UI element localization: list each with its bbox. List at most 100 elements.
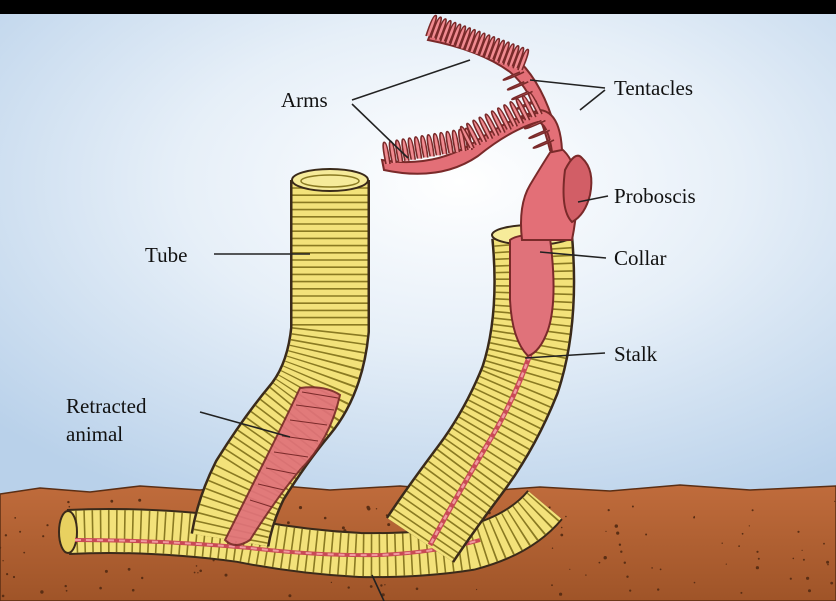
soil-speckle: [128, 568, 131, 571]
soil-speckle: [608, 509, 610, 511]
soil-speckle: [722, 543, 723, 544]
label-collar: Collar: [614, 246, 667, 270]
soil-speckle: [651, 567, 653, 569]
soil-speckle: [384, 584, 385, 585]
soil-speckle: [287, 521, 290, 524]
soil-speckle: [299, 506, 302, 509]
soil-speckle: [694, 582, 696, 584]
soil-speckle: [620, 551, 622, 553]
soil-speckle: [830, 582, 833, 585]
top-border: [0, 0, 836, 14]
soil-speckle: [199, 570, 202, 573]
soil-speckle: [348, 586, 350, 588]
label-tube: Tube: [145, 243, 187, 267]
soil-speckle: [823, 543, 825, 545]
soil-speckle: [561, 527, 563, 529]
label-stalk: Stalk: [614, 342, 658, 366]
soil-speckle: [645, 534, 647, 536]
soil-speckle: [141, 577, 143, 579]
soil-speckle: [13, 576, 15, 578]
soil-speckle: [806, 577, 809, 580]
soil-speckle: [552, 548, 553, 549]
soil-speckle: [19, 531, 21, 533]
soil-speckle: [46, 524, 48, 526]
soil-speckle: [551, 584, 553, 586]
soil-speckle: [67, 501, 69, 503]
soil-speckle: [632, 506, 634, 508]
sky-background: [0, 14, 836, 494]
soil-speckle: [756, 551, 758, 553]
soil-speckle: [69, 506, 71, 508]
tube-opening-end: [59, 511, 77, 553]
soil-speckle: [65, 585, 67, 587]
soil-speckle: [660, 569, 662, 571]
label-arms: Arms: [281, 88, 328, 112]
soil-speckle: [756, 566, 759, 569]
soil-speckle: [2, 595, 5, 598]
soil-speckle: [619, 544, 621, 546]
soil-speckle: [740, 592, 742, 594]
soil-speckle: [585, 574, 586, 575]
soil-speckle: [629, 590, 631, 592]
soil-speckle: [138, 499, 141, 502]
soil-speckle: [616, 532, 619, 535]
soil-speckle: [599, 562, 601, 564]
soil-speckle: [99, 587, 102, 590]
soil-speckle: [40, 590, 43, 593]
soil-speckle: [626, 576, 628, 578]
soil-speckle: [197, 572, 198, 573]
soil-speckle: [225, 574, 228, 577]
soil-speckle: [726, 564, 727, 565]
label-proboscis: Proboscis: [614, 184, 696, 208]
soil-speckle: [808, 589, 811, 592]
soil-speckle: [657, 588, 659, 590]
soil-speckle: [615, 524, 618, 527]
soil-speckle: [693, 517, 695, 519]
label-retracted-line2: animal: [66, 422, 123, 446]
soil-speckle: [802, 550, 803, 551]
soil-speckle: [110, 500, 113, 503]
soil-speckle: [834, 501, 835, 502]
soil-speckle: [132, 589, 135, 592]
soil-speckle: [366, 506, 369, 509]
soil-speckle: [605, 531, 606, 532]
soil-speckle: [827, 564, 829, 566]
label-tentacles: Tentacles: [614, 76, 693, 100]
soil-speckle: [288, 594, 291, 597]
soil-speckle: [6, 573, 8, 575]
soil-speckle: [2, 560, 3, 561]
soil-speckle: [331, 582, 332, 583]
soil-speckle: [42, 535, 44, 537]
soil-speckle: [758, 558, 760, 560]
soil-speckle: [66, 590, 68, 592]
soil-speckle: [194, 572, 196, 574]
soil-speckle: [324, 517, 327, 520]
soil-speckle: [370, 585, 373, 588]
soil-speckle: [749, 525, 750, 526]
soil-speckle: [624, 562, 626, 564]
soil-speckle: [105, 570, 108, 573]
soil-speckle: [196, 565, 198, 567]
soil-speckle: [793, 558, 795, 560]
soil-speckle: [803, 559, 805, 561]
soil-speckle: [342, 526, 345, 529]
soil-speckle: [476, 589, 477, 590]
soil-speckle: [826, 561, 829, 564]
soil-speckle: [559, 593, 562, 596]
soil-speckle: [14, 517, 16, 519]
soil-speckle: [560, 534, 563, 537]
soil-speckle: [569, 569, 570, 570]
soil-speckle: [790, 578, 792, 580]
soil-speckle: [752, 509, 754, 511]
soil-speckle: [416, 588, 419, 591]
soil-speckle: [604, 556, 607, 559]
soil-speckle: [376, 508, 377, 509]
soil-speckle: [387, 523, 390, 526]
soil-speckle: [380, 584, 382, 586]
soil-speckle: [742, 533, 744, 535]
label-retracted-line1: Retracted: [66, 394, 147, 418]
soil-speckle: [565, 516, 567, 518]
soil-speckle: [5, 534, 7, 536]
